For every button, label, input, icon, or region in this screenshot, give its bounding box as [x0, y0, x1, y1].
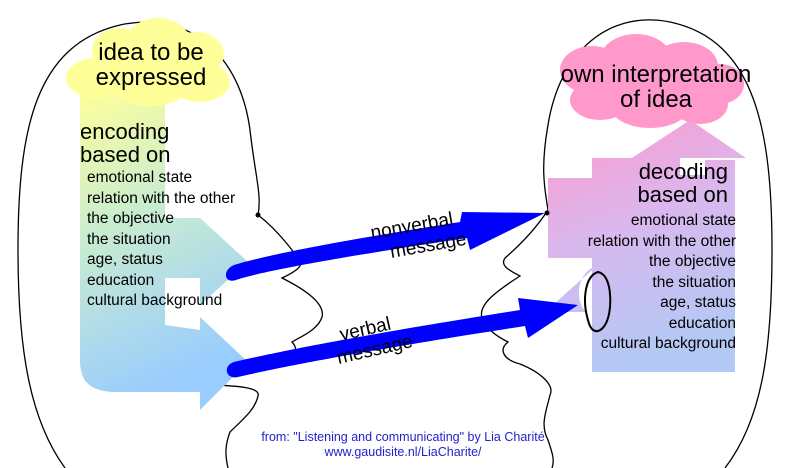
receiver-eye-dot	[544, 210, 550, 216]
idea-label: idea to be expressed	[92, 39, 210, 92]
encoding-line-2: based on	[80, 142, 171, 168]
receiver-factor: the objective	[648, 253, 736, 270]
idea-line-1: idea to be	[98, 39, 204, 66]
sender-head-outline	[17, 21, 323, 468]
decoding-line-2: based on	[637, 182, 728, 208]
sender-factor: age, status	[87, 251, 163, 268]
credit-line-1: from: "Listening and communicating" by L…	[261, 430, 545, 444]
interpretation-line-2: of idea	[619, 86, 693, 114]
receiver-factor: relation with the other	[587, 232, 736, 250]
sender-factor-list: emotional state relation with the other …	[87, 168, 235, 312]
encoding-line-1: encoding	[80, 119, 170, 144]
receiver-factor: emotional state	[630, 212, 736, 229]
sender-factor: relation with the other	[87, 189, 236, 207]
idea-line-2: expressed	[95, 64, 207, 92]
interpretation-label: own interpretation of idea	[556, 61, 756, 114]
receiver-factor-list: emotional state relation with the other …	[550, 211, 736, 355]
decoding-line-1: decoding	[638, 159, 728, 184]
decoding-arrow	[545, 120, 746, 372]
interpretation-cloud	[560, 34, 744, 128]
receiver-head-outline	[480, 19, 773, 468]
interpretation-line-1: own interpretation	[560, 61, 752, 88]
sender-eye-dot	[255, 212, 261, 218]
receiver-factor: cultural background	[600, 335, 736, 352]
sender-factor: emotional state	[87, 169, 193, 186]
ear-shape	[584, 270, 612, 332]
sender-factor: education	[87, 271, 155, 289]
sender-factor: the situation	[87, 230, 171, 248]
source-credit: from: "Listening and communicating" by L…	[238, 430, 568, 460]
receiver-factor: education	[668, 314, 736, 332]
encoding-heading: encoding based on	[80, 120, 171, 166]
credit-link[interactable]: www.gaudisite.nl/LiaCharite/	[324, 445, 482, 459]
idea-cloud	[66, 18, 230, 106]
sender-factor: the objective	[87, 210, 175, 227]
receiver-factor: the situation	[652, 273, 736, 291]
sender-factor: cultural background	[87, 292, 223, 309]
decoding-heading: decoding based on	[610, 160, 728, 206]
encoding-arrow	[80, 88, 248, 410]
verbal-arrow	[226, 298, 578, 378]
receiver-factor: age, status	[660, 294, 736, 311]
nonverbal-arrow	[225, 212, 545, 281]
